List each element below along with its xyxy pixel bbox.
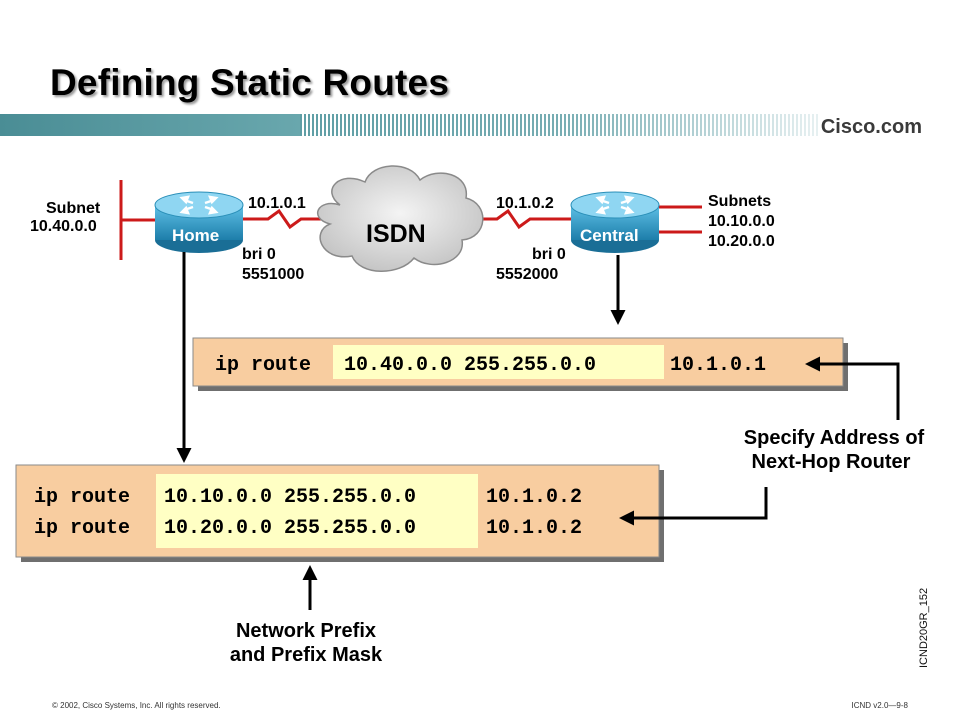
isdn-cloud	[317, 165, 484, 272]
router-arrows-icon	[595, 195, 635, 215]
home-config-prefix-mask: 10.10.0.0 255.255.0.0	[164, 486, 416, 509]
home-config-next-hop: 10.1.0.2	[486, 517, 582, 540]
slide-title: Defining Static Routes	[50, 62, 450, 103]
brand-band-fade	[300, 114, 820, 136]
home-config-prefix-mask: 10.20.0.0 255.255.0.0	[164, 517, 416, 540]
next-hop-callout-arrow-bottom	[619, 487, 768, 526]
prefix-callout-line: Network Prefix	[236, 620, 376, 642]
home-isdn-link	[240, 208, 325, 230]
home-config-highlight	[156, 474, 478, 548]
central-subnets-label: Subnets	[708, 193, 771, 210]
central-config-prefix-mask: 10.40.0.0 255.255.0.0	[344, 354, 596, 377]
next-hop-callout-line: Next-Hop Router	[752, 451, 911, 473]
home-subnet-label: Subnet	[46, 200, 101, 217]
central-router-label: Central	[580, 226, 639, 245]
brand-band-solid	[0, 114, 310, 136]
central-isdn-link	[470, 208, 578, 230]
central-router	[570, 191, 660, 253]
central-subnet-segments	[652, 205, 702, 234]
central-interface-label: bri 0	[532, 246, 566, 263]
home-router-label: Home	[172, 226, 219, 245]
central-config-command: ip route	[215, 354, 311, 377]
central-isdn-number: 5552000	[496, 266, 558, 283]
brand-band	[0, 114, 960, 136]
copyright-footer: © 2002, Cisco Systems, Inc. All rights r…	[52, 701, 221, 710]
central-config-box	[192, 337, 848, 391]
brand-name: Cisco.com	[820, 116, 922, 138]
home-config-box	[15, 464, 664, 562]
central-subnet-address: 10.20.0.0	[708, 233, 775, 250]
central-config-next-hop: 10.1.0.1	[670, 354, 766, 377]
central-config-highlight	[333, 345, 664, 379]
next-hop-callout-arrow-top	[805, 356, 900, 420]
next-hop-callout-line: Specify Address of	[744, 427, 925, 449]
isdn-cloud-label: ISDN	[366, 220, 426, 248]
home-interface-label: bri 0	[242, 246, 276, 263]
home-isdn-number: 5551000	[242, 266, 304, 283]
course-footer: ICND v2.0—9-8	[851, 701, 908, 710]
home-config-command: ip route	[34, 517, 130, 540]
home-config-next-hop: 10.1.0.2	[486, 486, 582, 509]
prefix-callout-line: and Prefix Mask	[230, 644, 383, 666]
central-ip-label: 10.1.0.2	[496, 195, 554, 212]
central-subnet-address: 10.10.0.0	[708, 213, 775, 230]
home-subnet-segment	[119, 180, 160, 260]
home-router	[154, 191, 244, 253]
router-arrows-icon	[179, 195, 219, 215]
slide-code: ICND20GR_152	[918, 587, 930, 668]
home-config-command: ip route	[34, 486, 130, 509]
home-ip-label: 10.1.0.1	[248, 195, 306, 212]
home-subnet-address: 10.40.0.0	[30, 218, 97, 235]
